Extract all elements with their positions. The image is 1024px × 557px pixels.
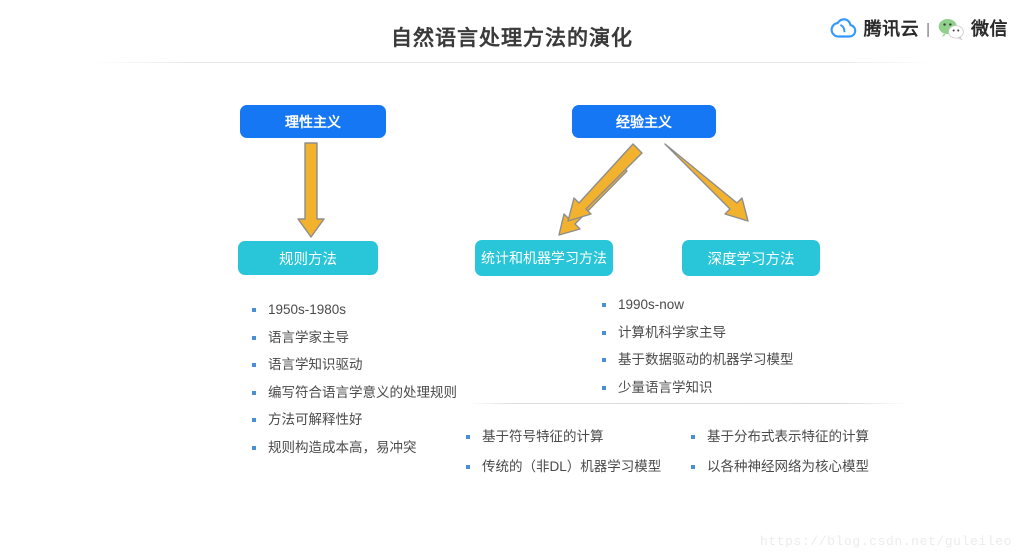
list-item-label: 编写符合语言学意义的处理规则 — [268, 384, 457, 400]
bullet-square-icon — [602, 385, 606, 390]
node-empiricism[interactable]: 经验主义 — [572, 105, 716, 138]
brand-separator: | — [926, 20, 930, 38]
page-title: 自然语言处理方法的演化 — [391, 27, 633, 50]
bullet-list-empiricism: 1990s-now 计算机科学家主导 基于数据驱动的机器学习模型 少量语言学知识 — [602, 295, 794, 405]
bullet-square-icon — [252, 363, 256, 367]
arrow-empiricism-to-deep — [664, 143, 749, 222]
bullet-square-icon — [252, 308, 256, 312]
list-item: 1950s-1980s — [252, 300, 457, 319]
slide-header: 自然语言处理方法的演化 腾讯云 | — [0, 0, 1024, 63]
bullet-square-icon — [252, 445, 256, 450]
list-item: 语言学家主导 — [252, 328, 457, 347]
node-rule-method[interactable]: 规则方法 — [238, 241, 378, 275]
list-item-label: 1990s-now — [618, 297, 685, 312]
arrow-empiricism-to-statistic — [558, 143, 643, 236]
bullet-square-icon — [252, 390, 256, 395]
right-section-divider — [470, 403, 907, 404]
list-item: 以各种神经网络为核心模型 — [691, 457, 869, 476]
list-item: 基于数据驱动的机器学习模型 — [602, 350, 794, 369]
list-item-label: 计算机科学家主导 — [618, 324, 726, 340]
brand-name-wechat: 微信 — [971, 19, 1008, 39]
arrow-rationalism-to-rule — [297, 142, 325, 238]
node-statistical-ml-method[interactable]: 统计和机器学习方法 — [475, 240, 613, 276]
bullet-square-icon — [691, 435, 695, 439]
list-item-label: 基于分布式表示特征的计算 — [707, 429, 869, 444]
list-item-label: 方法可解释性好 — [268, 412, 363, 427]
list-item-label: 以各种神经网络为核心模型 — [707, 459, 869, 474]
brand-lockup: 腾讯云 | 微信 — [830, 14, 1008, 44]
list-item: 编写符合语言学意义的处理规则 — [252, 383, 457, 402]
list-item: 基于分布式表示特征的计算 — [691, 427, 869, 446]
list-item: 少量语言学知识 — [602, 378, 794, 397]
list-item-label: 基于数据驱动的机器学习模型 — [618, 352, 794, 367]
list-item: 规则构造成本高，易冲突 — [252, 438, 457, 457]
bullet-square-icon — [252, 335, 256, 340]
wechat-icon — [937, 17, 965, 41]
list-item: 方法可解释性好 — [252, 410, 457, 429]
bullet-list-rule-method: 1950s-1980s 语言学家主导 语言学知识驱动 编写符合语言学意义的处理规… — [252, 300, 457, 465]
list-item: 传统的（非DL）机器学习模型 — [466, 457, 661, 476]
bullet-square-icon — [602, 330, 606, 335]
list-item-label: 语言学家主导 — [268, 329, 349, 345]
bullet-square-icon — [602, 303, 606, 307]
list-item: 计算机科学家主导 — [602, 323, 794, 342]
bullet-square-icon — [252, 418, 256, 422]
bullet-list-deep-learning: 基于分布式表示特征的计算 以各种神经网络为核心模型 — [691, 427, 869, 487]
bullet-square-icon — [602, 358, 606, 362]
list-item-label: 语言学知识驱动 — [268, 357, 363, 372]
tencent-cloud-icon — [830, 18, 858, 40]
bullet-square-icon — [691, 465, 695, 469]
list-item: 1990s-now — [602, 295, 794, 314]
list-item-label: 规则构造成本高，易冲突 — [268, 439, 417, 455]
bullet-list-statistical-ml: 基于符号特征的计算 传统的（非DL）机器学习模型 — [466, 427, 661, 487]
bullet-square-icon — [466, 435, 470, 439]
brand-name-tencent: 腾讯云 — [863, 19, 920, 39]
list-item-label: 传统的（非DL）机器学习模型 — [482, 459, 662, 474]
list-item-label: 1950s-1980s — [268, 302, 347, 317]
list-item-label: 基于符号特征的计算 — [482, 429, 604, 444]
watermark: https://blog.csdn.net/guleileo — [759, 534, 1012, 549]
node-rationalism[interactable]: 理性主义 — [240, 105, 386, 138]
list-item: 基于符号特征的计算 — [466, 427, 661, 446]
list-item-label: 少量语言学知识 — [618, 379, 713, 395]
node-deep-learning-method[interactable]: 深度学习方法 — [682, 240, 820, 276]
list-item: 语言学知识驱动 — [252, 355, 457, 374]
header-divider — [90, 62, 934, 63]
bullet-square-icon — [466, 465, 470, 469]
